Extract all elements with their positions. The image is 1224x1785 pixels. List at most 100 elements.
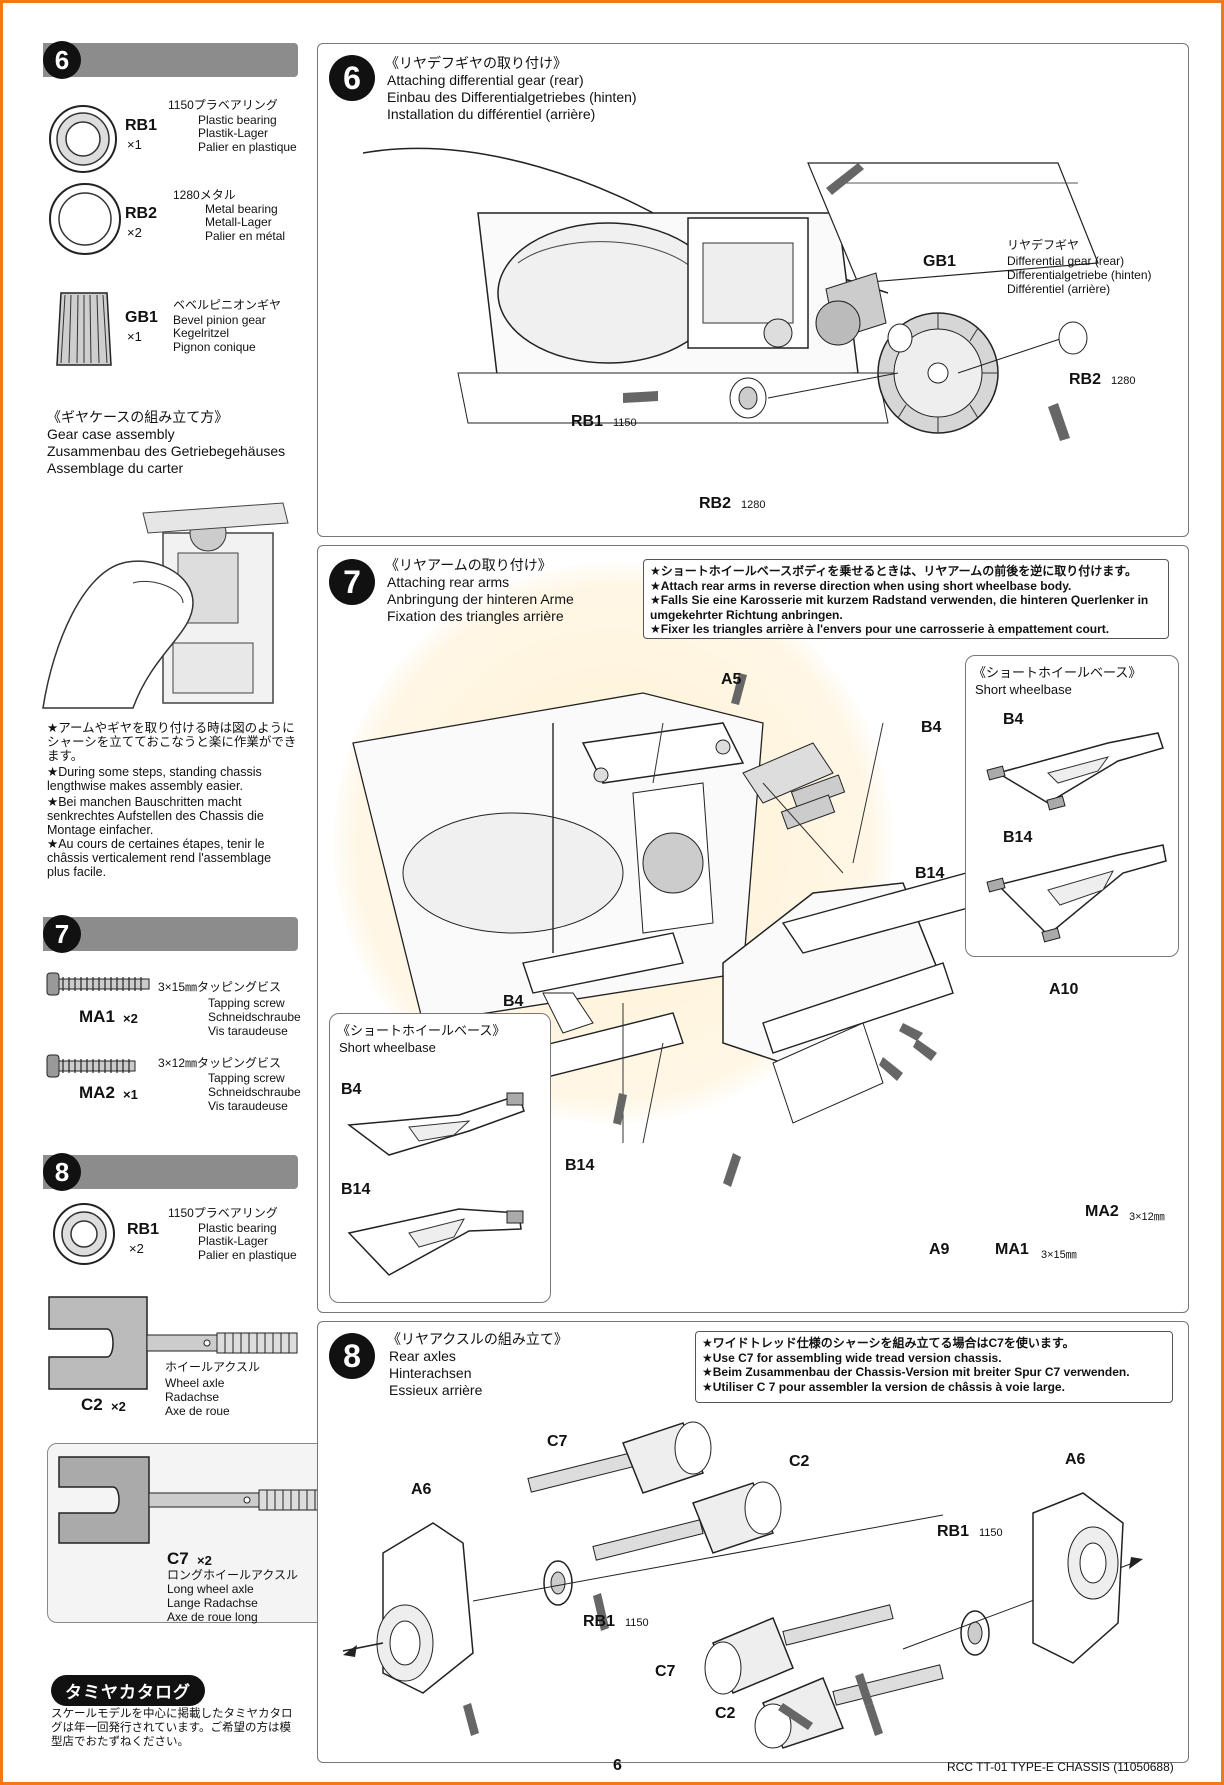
step8-panel-number: 8 [329, 1333, 375, 1379]
rb1-step8-qty: ×2 [129, 1241, 144, 1256]
metal-bearing-icon [49, 183, 121, 255]
c7-jp: ロングホイールアクスル [167, 1568, 299, 1582]
step7-note: ★ショートホイールベースボディを乗せるときは、リヤアームの前後を逆に取り付けます… [643, 559, 1169, 639]
b4-callout-left: B4 [503, 993, 524, 1010]
short-wb-left-en: Short wheelbase [339, 1040, 436, 1055]
rb1-code: RB1 [125, 117, 158, 134]
a9-callout: A9 [929, 1241, 950, 1258]
c2-qty: ×2 [111, 1399, 126, 1414]
short-wb-left-b14: B14 [341, 1181, 371, 1198]
short-wb-right-en: Short wheelbase [975, 682, 1072, 697]
step7-header-bar [43, 917, 298, 951]
stand-chassis-tip-en: ★During some steps, standing chassis len… [47, 765, 262, 793]
short-wb-right-b14: B14 [1003, 829, 1033, 846]
gb1-en: Bevel pinion gear [173, 313, 266, 327]
ma2-callout: MA2 [1085, 1203, 1119, 1220]
stand-chassis-tip-de: ★Bei manchen Bauschritten macht senkrech… [47, 795, 264, 837]
short-wb-left-b4: B4 [341, 1081, 362, 1098]
long-wheel-axle-icon [58, 1456, 334, 1544]
ma2-callout-size: 3×12㎜ [1129, 1211, 1165, 1223]
c7-callout-top: C7 [547, 1433, 568, 1450]
step6-panel-number: 6 [329, 55, 375, 101]
ma2-de: Schneidschraube [208, 1085, 301, 1099]
b4-arm-icon [986, 732, 1164, 811]
c2-jp: ホイールアクスル [165, 1360, 261, 1374]
rb2-jp: 1280メタル [173, 188, 236, 202]
step8-header-bar [43, 1155, 298, 1189]
step8-note-en: ★Use C7 for assembling wide tread versio… [702, 1350, 1002, 1365]
a10-callout: A10 [1049, 981, 1079, 998]
step7-title-de: Anbringung der hinteren Arme [387, 591, 574, 607]
rb1-callout-left: RB1 [583, 1613, 616, 1630]
hand-holding-chassis-illustration [42, 502, 289, 709]
catalog-title: タミヤカタログ [51, 1675, 205, 1706]
ma1-en: Tapping screw [208, 996, 285, 1010]
b4-arm-icon [346, 1092, 525, 1156]
gear-case-title-de: Zusammenbau des Getriebegehäuses [47, 443, 286, 459]
ma2-jp: 3×12㎜タッピングビス [158, 1056, 282, 1070]
step8-title-en: Rear axles [389, 1348, 456, 1364]
a5-callout: A5 [721, 671, 742, 688]
c2-callout-bottom: C2 [715, 1705, 736, 1722]
rb1-de: Plastik-Lager [198, 126, 269, 140]
rb1-callout: RB1 [571, 413, 604, 430]
step7-note-en: ★Attach rear arms in reverse direction w… [650, 578, 1072, 593]
rear-axles-illustration [342, 1421, 1143, 1749]
step6-title-jp: 《リヤデフギヤの取り付け》 [385, 55, 567, 71]
rb2-qty: ×2 [127, 225, 142, 240]
c7-de: Lange Radachse [167, 1596, 258, 1610]
step8-title-jp: 《リヤアクスルの組み立て》 [387, 1331, 568, 1347]
step7-title-fr: Fixation des triangles arrière [387, 608, 564, 624]
rb2-callout-bottom-num: 1280 [741, 499, 766, 511]
c7-callout-bottom: C7 [655, 1663, 676, 1680]
gb1-fr: Pignon conique [173, 340, 256, 354]
ma1-callout: MA1 [995, 1241, 1029, 1258]
short-wb-right-b4: B4 [1003, 711, 1024, 728]
step7-title-jp: 《リヤアームの取り付け》 [385, 557, 552, 573]
a6-callout-right: A6 [1065, 1451, 1086, 1468]
rb1-callout-left-num: 1150 [625, 1617, 649, 1629]
step8-title-fr: Essieux arrière [389, 1382, 483, 1398]
gb1-callout: GB1 [923, 253, 956, 270]
a6-callout-left: A6 [411, 1481, 432, 1498]
rb1-callout-num: 1150 [613, 417, 637, 429]
diff-label-en: Differential gear (rear) [1007, 254, 1125, 268]
step6-title-fr: Installation du différentiel (arrière) [387, 106, 596, 122]
gear-case-title-jp: 《ギヤケースの組み立て方》 [47, 409, 229, 425]
tapping-screw-15mm-icon [46, 972, 150, 996]
step7-number-badge: 7 [43, 915, 81, 953]
b14-callout-bottom: B14 [565, 1157, 595, 1174]
step8-title-de: Hinterachsen [389, 1365, 472, 1381]
b14-callout-mid: B14 [915, 865, 945, 882]
ma2-qty: ×1 [123, 1087, 138, 1102]
diff-label-fr: Différentiel (arrière) [1007, 282, 1111, 296]
ma1-fr: Vis taraudeuse [208, 1024, 288, 1038]
step7-note-fr: ★Fixer les triangles arrière à l'envers … [650, 622, 1110, 636]
gear-case-title-en: Gear case assembly [47, 426, 175, 442]
model-footer: RCC TT-01 TYPE-E CHASSIS (11050688) [947, 1760, 1174, 1774]
step6-title-de: Einbau des Differentialgetriebes (hinten… [387, 89, 637, 105]
bevel-pinion-gear-icon [56, 292, 112, 366]
rb2-code: RB2 [125, 205, 158, 222]
rb2-en: Metal bearing [205, 202, 278, 216]
step6-number-badge: 6 [43, 41, 81, 79]
ma1-callout-size: 3×15㎜ [1041, 1249, 1077, 1261]
ma1-de: Schneidschraube [208, 1010, 301, 1024]
rb2-callout-bottom: RB2 [699, 495, 732, 512]
step6-title-en: Attaching differential gear (rear) [387, 72, 584, 88]
gb1-de: Kegelritzel [173, 326, 230, 340]
c2-callout-top: C2 [789, 1453, 810, 1470]
c2-de: Radachse [165, 1390, 220, 1404]
gb1-jp: ベベルピニオンギヤ [173, 298, 282, 312]
catalog-text: スケールモデルを中心に掲載したタミヤカタログは年一回発行されています。ご希望の方… [51, 1708, 293, 1748]
step8-note-jp: ★ワイドトレッド仕様のシャーシを組み立てる場合はC7を使います。 [702, 1336, 1075, 1350]
step7-note-de: ★Falls Sie eine Karosserie mit kurzem Ra… [650, 593, 1149, 622]
gb1-code: GB1 [125, 309, 158, 326]
gb1-qty: ×1 [127, 329, 142, 344]
ma2-code: MA2 [79, 1083, 115, 1102]
step8-note: ★ワイドトレッド仕様のシャーシを組み立てる場合はC7を使います。 ★Use C7… [695, 1331, 1173, 1403]
short-wheelbase-inset-left [329, 1013, 551, 1303]
rb1-en: Plastic bearing [198, 113, 277, 127]
rb1-step8-en: Plastic bearing [198, 1221, 277, 1235]
